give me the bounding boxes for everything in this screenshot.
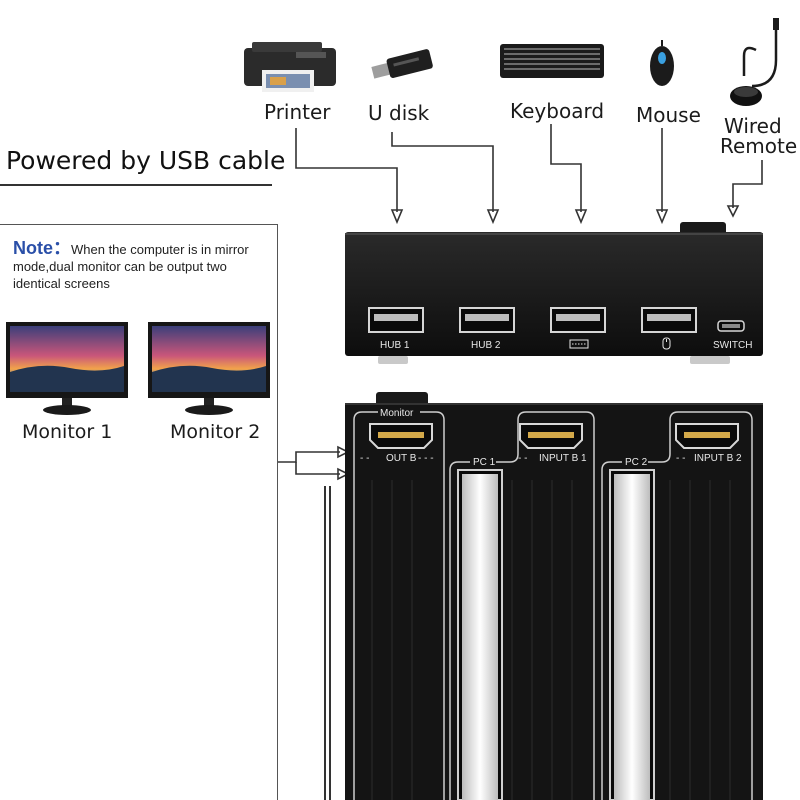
hdmi-port-input-b1 bbox=[519, 423, 583, 449]
wired-remote-label-line1: Wired bbox=[724, 114, 782, 138]
switch-port bbox=[717, 320, 745, 332]
monitor-1-icon bbox=[6, 322, 128, 415]
switch-port-label: SWITCH bbox=[713, 340, 752, 351]
hub1-port-label: HUB 1 bbox=[380, 340, 410, 351]
mirror-mode-panel bbox=[0, 224, 278, 800]
input-b1-port-label: INPUT B 1 bbox=[539, 453, 587, 464]
usb-drive-icon bbox=[371, 49, 433, 79]
out-b-port-label: OUT B bbox=[386, 453, 417, 464]
device-connection-lines bbox=[295, 124, 763, 212]
keyboard-label: Keyboard bbox=[510, 99, 605, 123]
mouse-icon bbox=[650, 40, 674, 86]
kvm-hdmi-back-panel bbox=[345, 392, 763, 800]
heading-underline bbox=[0, 184, 272, 186]
mouse-port-icon bbox=[662, 337, 671, 350]
pc1-group-label: PC 1 bbox=[473, 457, 496, 468]
out-b-dashes-right: - - - bbox=[418, 453, 434, 464]
out-b-dashes-left: - - bbox=[360, 453, 369, 464]
connection-arrowheads bbox=[390, 205, 740, 225]
mouse-label: Mouse bbox=[636, 103, 701, 127]
hub2-port-label: HUB 2 bbox=[471, 340, 501, 351]
input-b1-dashes-left: - - bbox=[518, 453, 527, 464]
keyboard-icon bbox=[500, 44, 604, 78]
wired-remote-icon bbox=[730, 18, 779, 106]
usb-port-mouse bbox=[641, 307, 697, 333]
printer-icon bbox=[244, 42, 336, 92]
udisk-label: U disk bbox=[368, 101, 430, 125]
monitor-output-lines bbox=[278, 451, 340, 800]
usb-port-keyboard bbox=[550, 307, 606, 333]
note-heading: Note： bbox=[13, 238, 71, 258]
monitor-2-label: Monitor 2 bbox=[170, 421, 261, 443]
usb-port-hub2 bbox=[459, 307, 515, 333]
input-b2-dashes-left: - - bbox=[676, 453, 685, 464]
input-b2-port-label: INPUT B 2 bbox=[694, 453, 742, 464]
monitor-output-arrowheads bbox=[337, 445, 350, 481]
pc2-group-label: PC 2 bbox=[625, 457, 648, 468]
printer-label: Printer bbox=[264, 100, 331, 124]
usb-port-hub1 bbox=[368, 307, 424, 333]
keyboard-port-icon bbox=[569, 339, 589, 349]
mirror-mode-note: Note：When the computer is in mirror mode… bbox=[13, 238, 275, 292]
powered-by-heading: Powered by USB cable bbox=[6, 146, 286, 175]
hdmi-port-input-b2 bbox=[675, 423, 739, 449]
wired-remote-label-line2: Remote bbox=[720, 134, 798, 158]
note-text: When the computer is in mirror mode,dual… bbox=[13, 242, 249, 291]
hdmi-port-out-b bbox=[369, 423, 433, 449]
monitor-1-label: Monitor 1 bbox=[22, 421, 113, 443]
monitor-group-label: Monitor bbox=[380, 408, 414, 419]
monitor-2-icon bbox=[148, 322, 270, 415]
